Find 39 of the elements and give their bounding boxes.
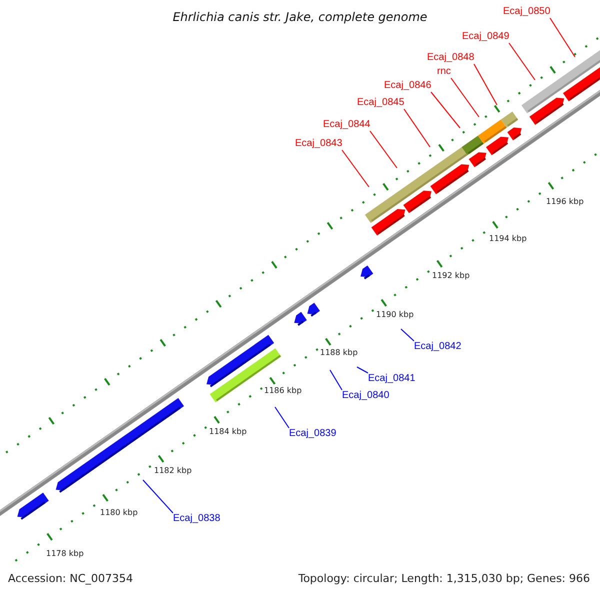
leader-line <box>370 130 398 168</box>
gene-label: Ecaj_0849 <box>462 31 510 43</box>
leader-line <box>274 406 290 428</box>
gene-label: Ecaj_0841 <box>368 373 416 385</box>
leader-line <box>356 366 368 374</box>
scale-label: 1178 kbp <box>46 548 84 560</box>
leader-line <box>550 18 576 58</box>
gene-label: Ecaj_0848 <box>427 52 474 64</box>
leader-line <box>508 42 536 80</box>
scale-label: 1194 kbp <box>489 233 527 245</box>
leader-line <box>474 64 498 106</box>
leader-line <box>330 370 342 390</box>
scale-label: 1180 kbp <box>100 507 138 519</box>
gene-label: Ecaj_0850 <box>503 6 550 18</box>
gene-label: Ecaj_0846 <box>384 80 432 92</box>
scale-label: 1188 kbp <box>320 347 358 359</box>
scale-label: 1196 kbp <box>546 196 584 208</box>
scale-label: 1186 kbp <box>264 385 302 397</box>
scale-label: 1182 kbp <box>154 465 192 477</box>
gene-label: Ecaj_0838 <box>173 513 220 525</box>
gene-label: rnc <box>437 66 451 78</box>
scale-label: 1184 kbp <box>209 426 247 438</box>
genome-stats-text: Topology: circular; Length: 1,315,030 bp; Genes: 966 <box>298 573 590 585</box>
gene-label: Ecaj_0845 <box>357 97 404 109</box>
gene-label: Ecaj_0844 <box>323 119 370 131</box>
gene-label: Ecaj_0843 <box>295 138 342 150</box>
leader-line <box>450 78 480 118</box>
leader-line <box>400 328 414 342</box>
accession-text: Accession: NC_007354 <box>8 573 134 585</box>
map-title: Ehrlichia canis str. Jake, complete genome <box>172 10 428 24</box>
scale-label: 1190 kbp <box>376 309 414 321</box>
leader-line <box>142 480 174 514</box>
leader-line <box>342 150 370 188</box>
leader-line <box>404 108 430 148</box>
scale-label: 1192 kbp <box>432 270 470 282</box>
gene-label: Ecaj_0842 <box>414 341 462 353</box>
gene-label: Ecaj_0839 <box>289 428 336 440</box>
gene-label: Ecaj_0840 <box>342 390 390 402</box>
leader-line <box>430 92 460 128</box>
